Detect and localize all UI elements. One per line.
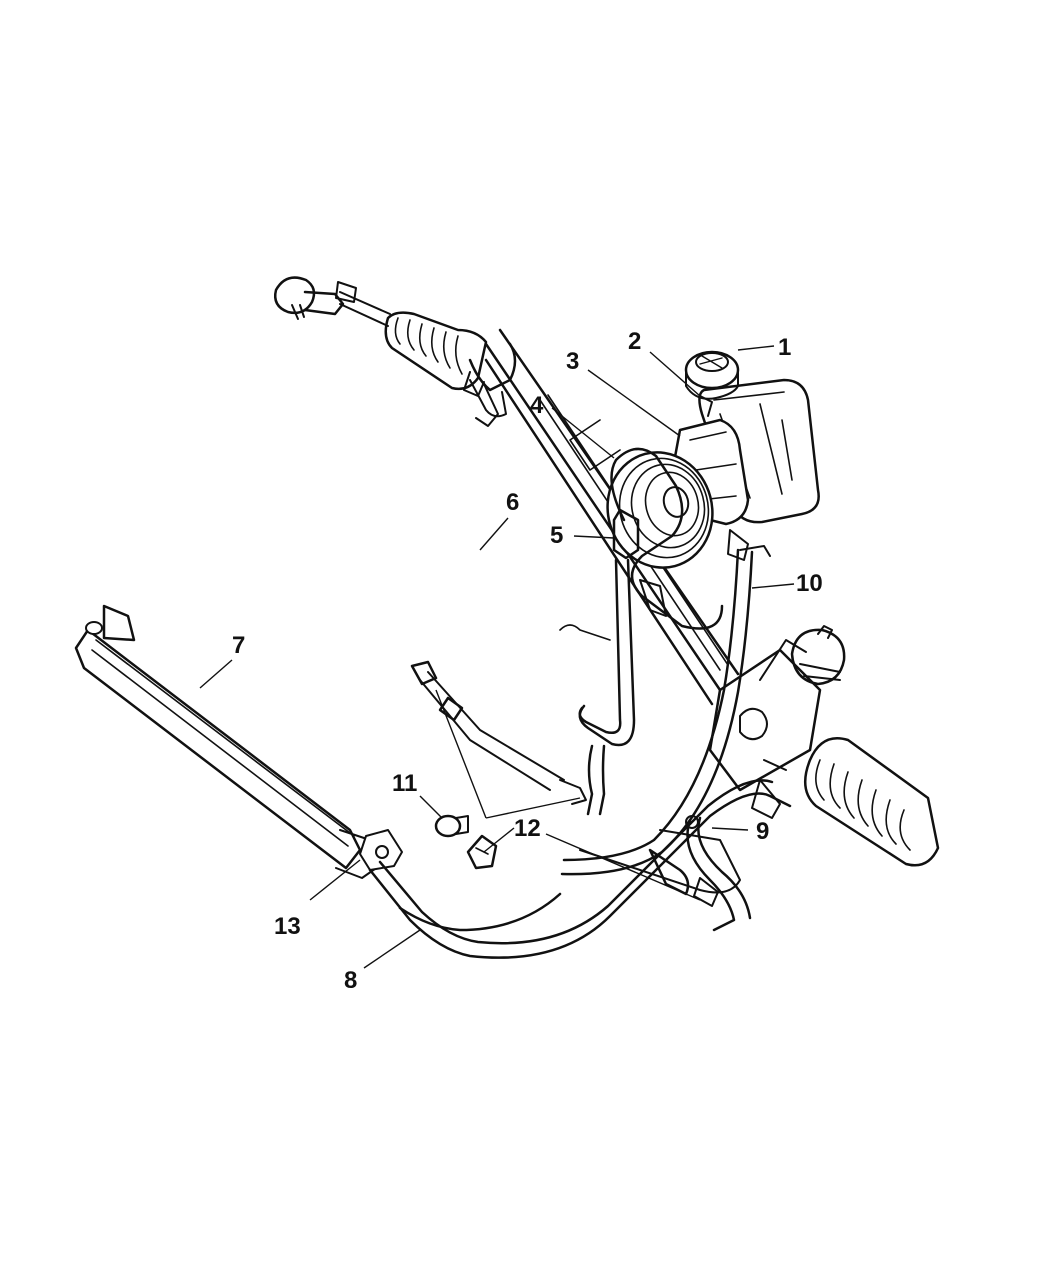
leader-3 xyxy=(587,369,681,437)
cooler-hose-icon xyxy=(368,779,792,959)
clip-icon xyxy=(466,834,498,870)
leader-10 xyxy=(751,583,795,589)
leader-6 xyxy=(479,517,509,551)
leader-13 xyxy=(309,859,361,901)
tube-assembly-icon xyxy=(410,660,587,805)
pump-pulley-icon xyxy=(606,451,714,569)
steering-gear-icon xyxy=(274,276,940,867)
callout-4: 4 xyxy=(530,392,544,419)
callout-6: 6 xyxy=(506,489,519,516)
return-hose-icon xyxy=(648,815,752,932)
leader-11 xyxy=(419,795,443,819)
callout-7: 7 xyxy=(232,632,245,659)
leader-12a xyxy=(483,827,515,853)
leader-9 xyxy=(711,827,749,831)
callout-13: 13 xyxy=(274,913,301,940)
callout-8: 8 xyxy=(344,967,357,994)
leader-4 xyxy=(551,407,615,459)
callout-10: 10 xyxy=(796,570,823,597)
leader-7 xyxy=(199,659,233,689)
callout-5: 5 xyxy=(550,522,563,549)
callout-2: 2 xyxy=(628,328,641,355)
leader-8 xyxy=(363,929,421,969)
leader-1 xyxy=(737,345,775,351)
callout-9: 9 xyxy=(756,818,769,845)
callout-3: 3 xyxy=(566,348,579,375)
leader-12c xyxy=(485,797,581,819)
nut-icon xyxy=(434,814,469,838)
callout-11: 11 xyxy=(392,770,417,797)
callout-12: 12 xyxy=(514,815,541,842)
leader-2 xyxy=(649,351,701,397)
leader-5 xyxy=(573,535,615,539)
reservoir-cap-icon xyxy=(684,350,740,400)
clamp-icon xyxy=(359,829,403,871)
leader-lines xyxy=(199,345,795,969)
pressure-hose-icon xyxy=(578,447,724,816)
cooler-icon xyxy=(74,604,383,879)
callout-1: 1 xyxy=(778,334,791,361)
leader-12b xyxy=(435,689,487,819)
leader-12d xyxy=(545,833,701,901)
